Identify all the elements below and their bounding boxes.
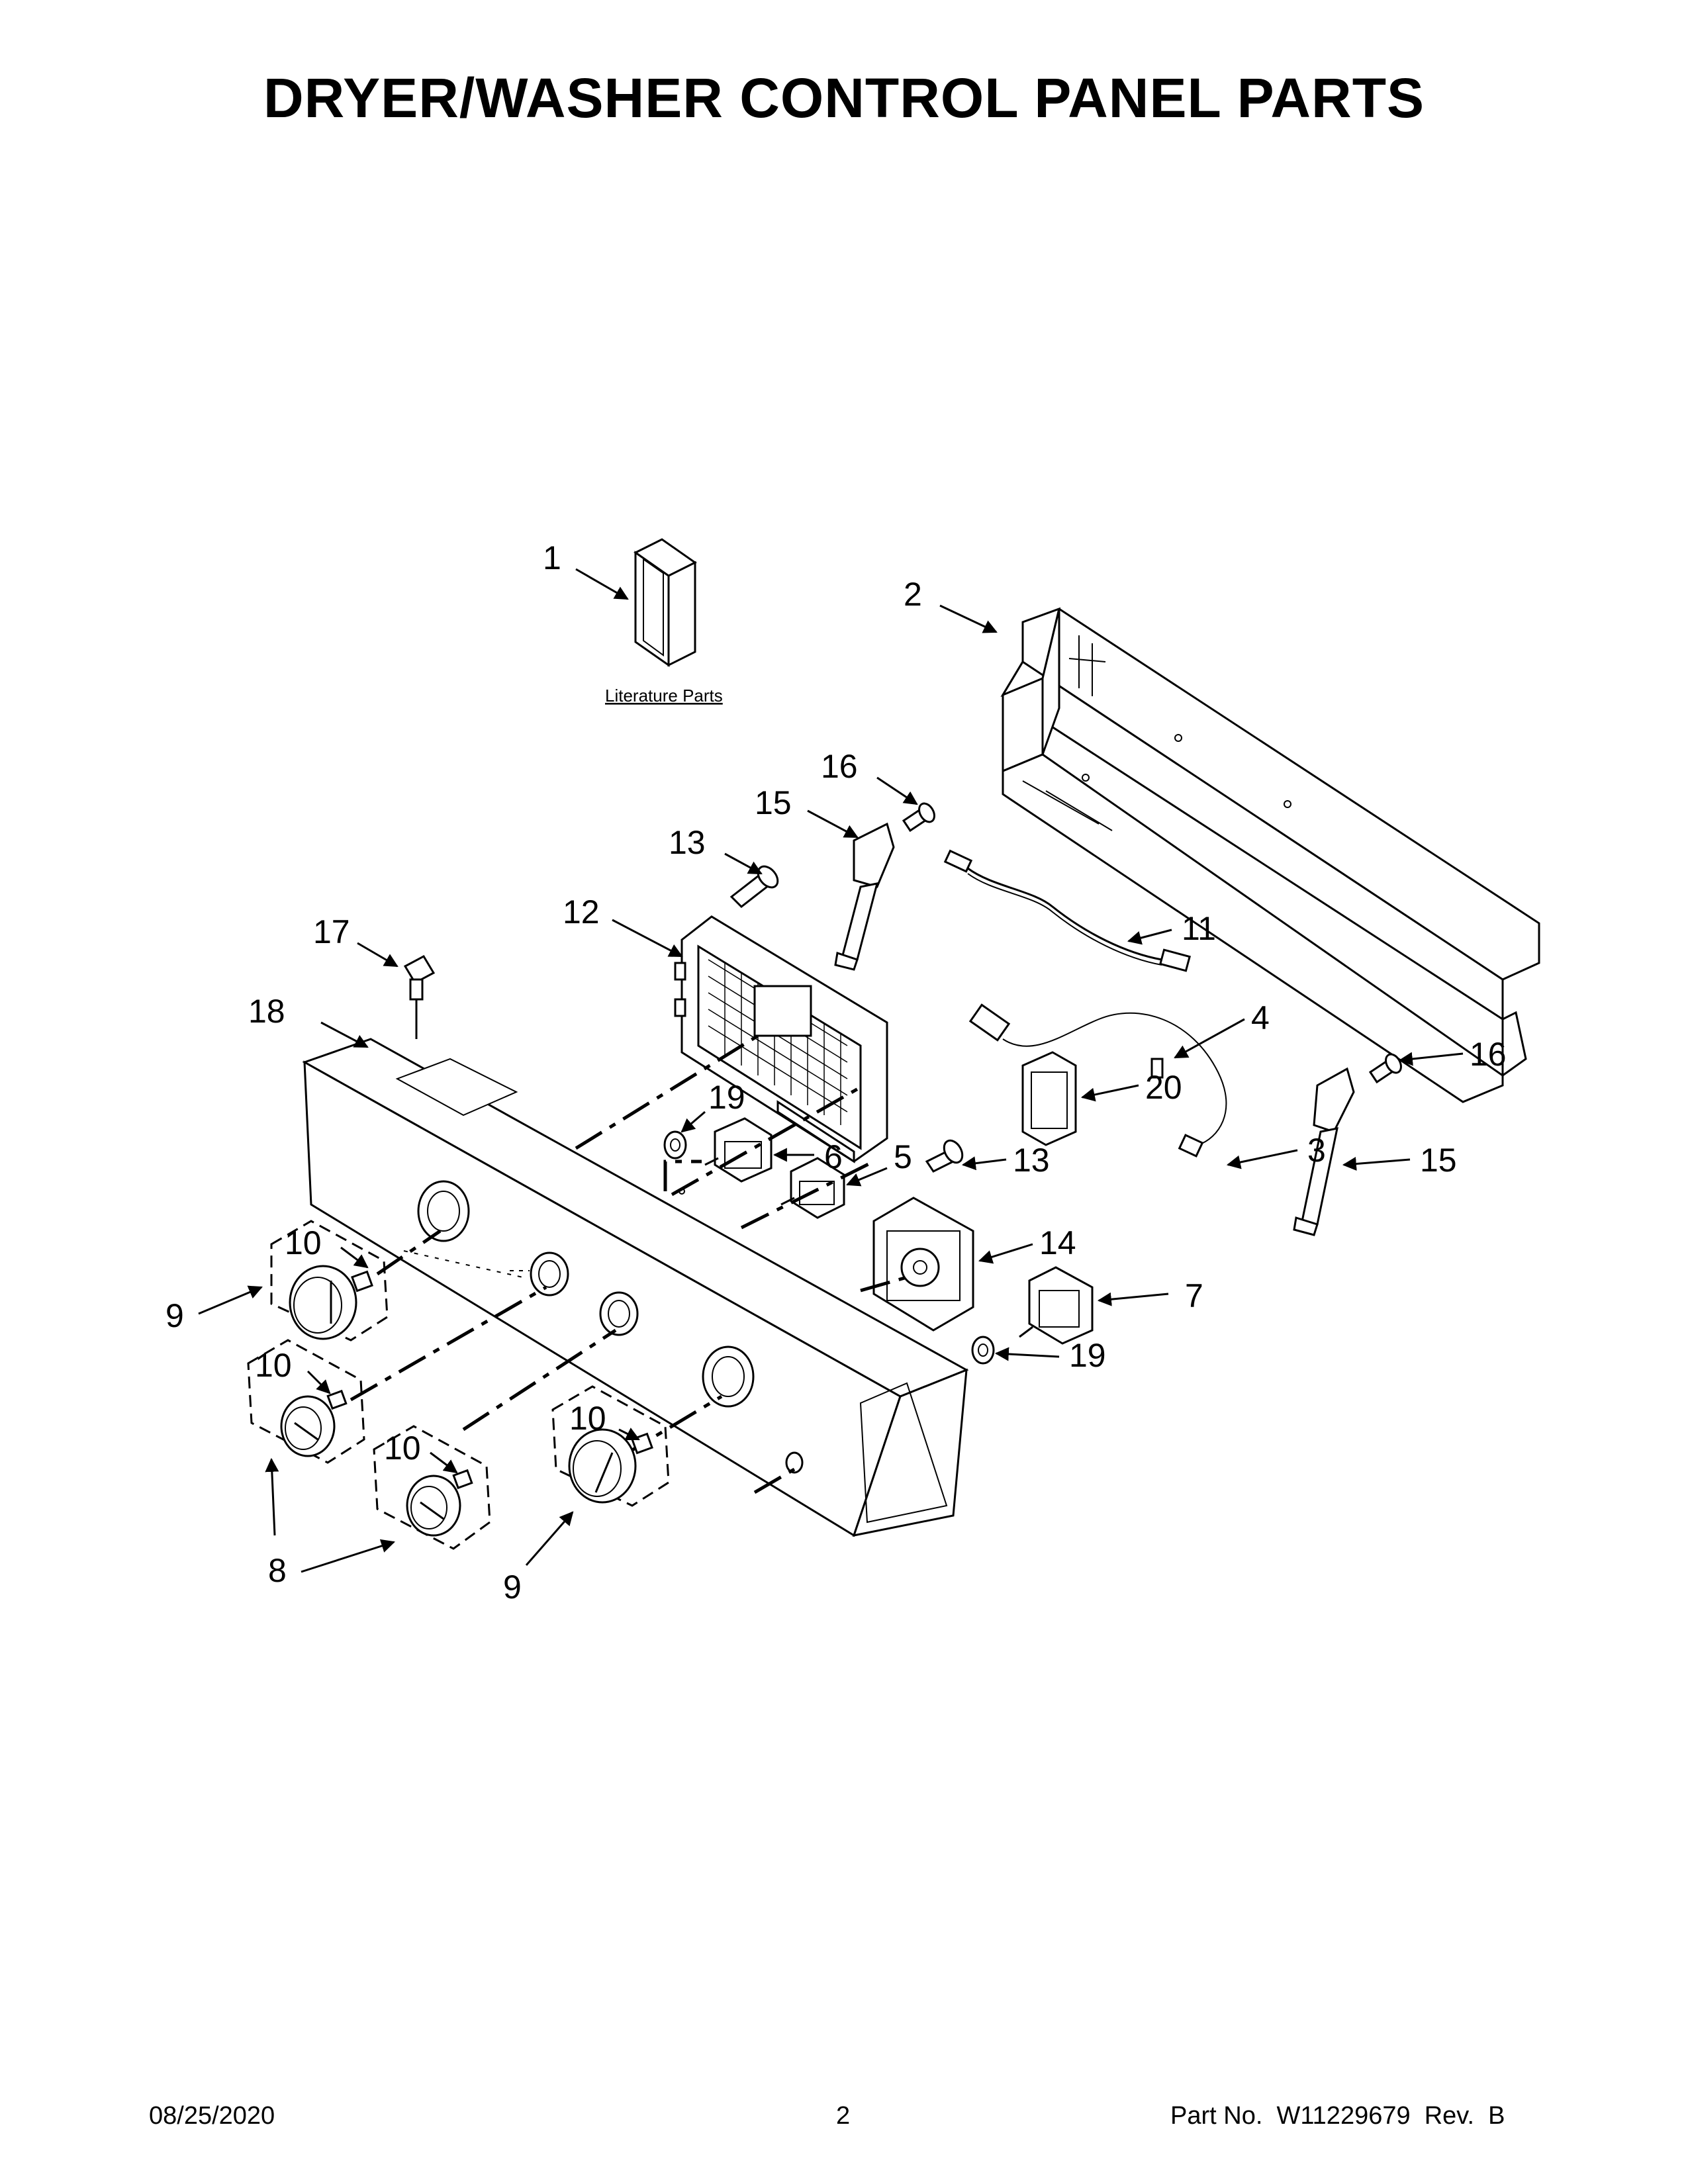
callout-10-a: 10 bbox=[285, 1224, 322, 1261]
callout-8: 8 bbox=[268, 1552, 287, 1589]
leader-arrows bbox=[198, 568, 1464, 1573]
knob-9-left bbox=[289, 1265, 357, 1340]
knob-group-boxes bbox=[247, 1220, 670, 1550]
callout-14: 14 bbox=[1039, 1224, 1076, 1261]
callout-15-upper: 15 bbox=[755, 784, 792, 821]
callout-10-d: 10 bbox=[569, 1400, 606, 1437]
bracket-15-lower bbox=[1293, 1067, 1355, 1236]
footer-date: 08/25/2020 bbox=[149, 2102, 275, 2130]
callout-19-upper: 19 bbox=[708, 1079, 745, 1116]
screw-13-lower bbox=[925, 1139, 964, 1173]
callout-19-lower: 19 bbox=[1069, 1337, 1106, 1374]
bracket-15-upper bbox=[834, 822, 895, 971]
callout-1: 1 bbox=[543, 539, 561, 576]
footer-part-number: Part No. W11229679 Rev. B bbox=[1170, 2102, 1505, 2130]
sensor-harness bbox=[968, 1003, 1227, 1158]
switch-6 bbox=[704, 1117, 773, 1183]
callout-10-b: 10 bbox=[255, 1347, 292, 1384]
knob-8-center bbox=[406, 1475, 461, 1537]
screw-17 bbox=[403, 955, 436, 1039]
callout-labels: 1 2 16 15 13 12 17 18 11 4 3 20 16 15 13… bbox=[165, 539, 1507, 1606]
callout-9-left: 9 bbox=[165, 1297, 184, 1334]
knob-8-left bbox=[280, 1395, 336, 1457]
screw-16-upper bbox=[902, 802, 935, 833]
callout-10-c: 10 bbox=[384, 1430, 421, 1467]
screw-13-upper bbox=[729, 865, 779, 908]
callout-3: 3 bbox=[1307, 1132, 1326, 1169]
timer-14 bbox=[872, 1197, 974, 1332]
literature-booklet bbox=[633, 538, 697, 667]
callout-16-lower: 16 bbox=[1470, 1036, 1507, 1073]
assembly-lines bbox=[350, 1034, 908, 1494]
callout-2: 2 bbox=[904, 576, 922, 613]
knob-9-right bbox=[568, 1428, 637, 1504]
selector-switch-7 bbox=[1019, 1266, 1094, 1345]
knob-10c-insert bbox=[452, 1469, 473, 1490]
callout-13-lower: 13 bbox=[1013, 1142, 1050, 1179]
callout-7: 7 bbox=[1185, 1277, 1203, 1314]
callout-17: 17 bbox=[313, 913, 350, 950]
callout-16-upper: 16 bbox=[821, 748, 858, 785]
callout-18: 18 bbox=[248, 993, 285, 1030]
footer-page-number: 2 bbox=[836, 2102, 851, 2130]
page-title: DRYER/WASHER CONTROL PANEL PARTS bbox=[263, 67, 1425, 129]
callout-9-right: 9 bbox=[503, 1569, 522, 1606]
knob-10a-insert bbox=[351, 1270, 373, 1293]
console-rear-bracket bbox=[1000, 607, 1540, 1103]
literature-parts-label: Literature Parts bbox=[605, 686, 723, 705]
callout-4: 4 bbox=[1251, 999, 1270, 1036]
callout-12: 12 bbox=[563, 893, 600, 931]
callout-6: 6 bbox=[824, 1138, 843, 1175]
callout-13-upper: 13 bbox=[669, 824, 706, 861]
callout-5: 5 bbox=[894, 1138, 912, 1175]
grommet-19-lower bbox=[971, 1336, 995, 1365]
callout-20: 20 bbox=[1145, 1069, 1182, 1106]
callout-15-lower: 15 bbox=[1420, 1142, 1457, 1179]
grommet-19-upper bbox=[663, 1130, 687, 1160]
module-20 bbox=[1021, 1051, 1077, 1146]
callout-11: 11 bbox=[1182, 910, 1216, 947]
console-18 bbox=[302, 1038, 969, 1537]
knob-10b-insert bbox=[326, 1389, 348, 1410]
wire-harness bbox=[943, 849, 1192, 972]
